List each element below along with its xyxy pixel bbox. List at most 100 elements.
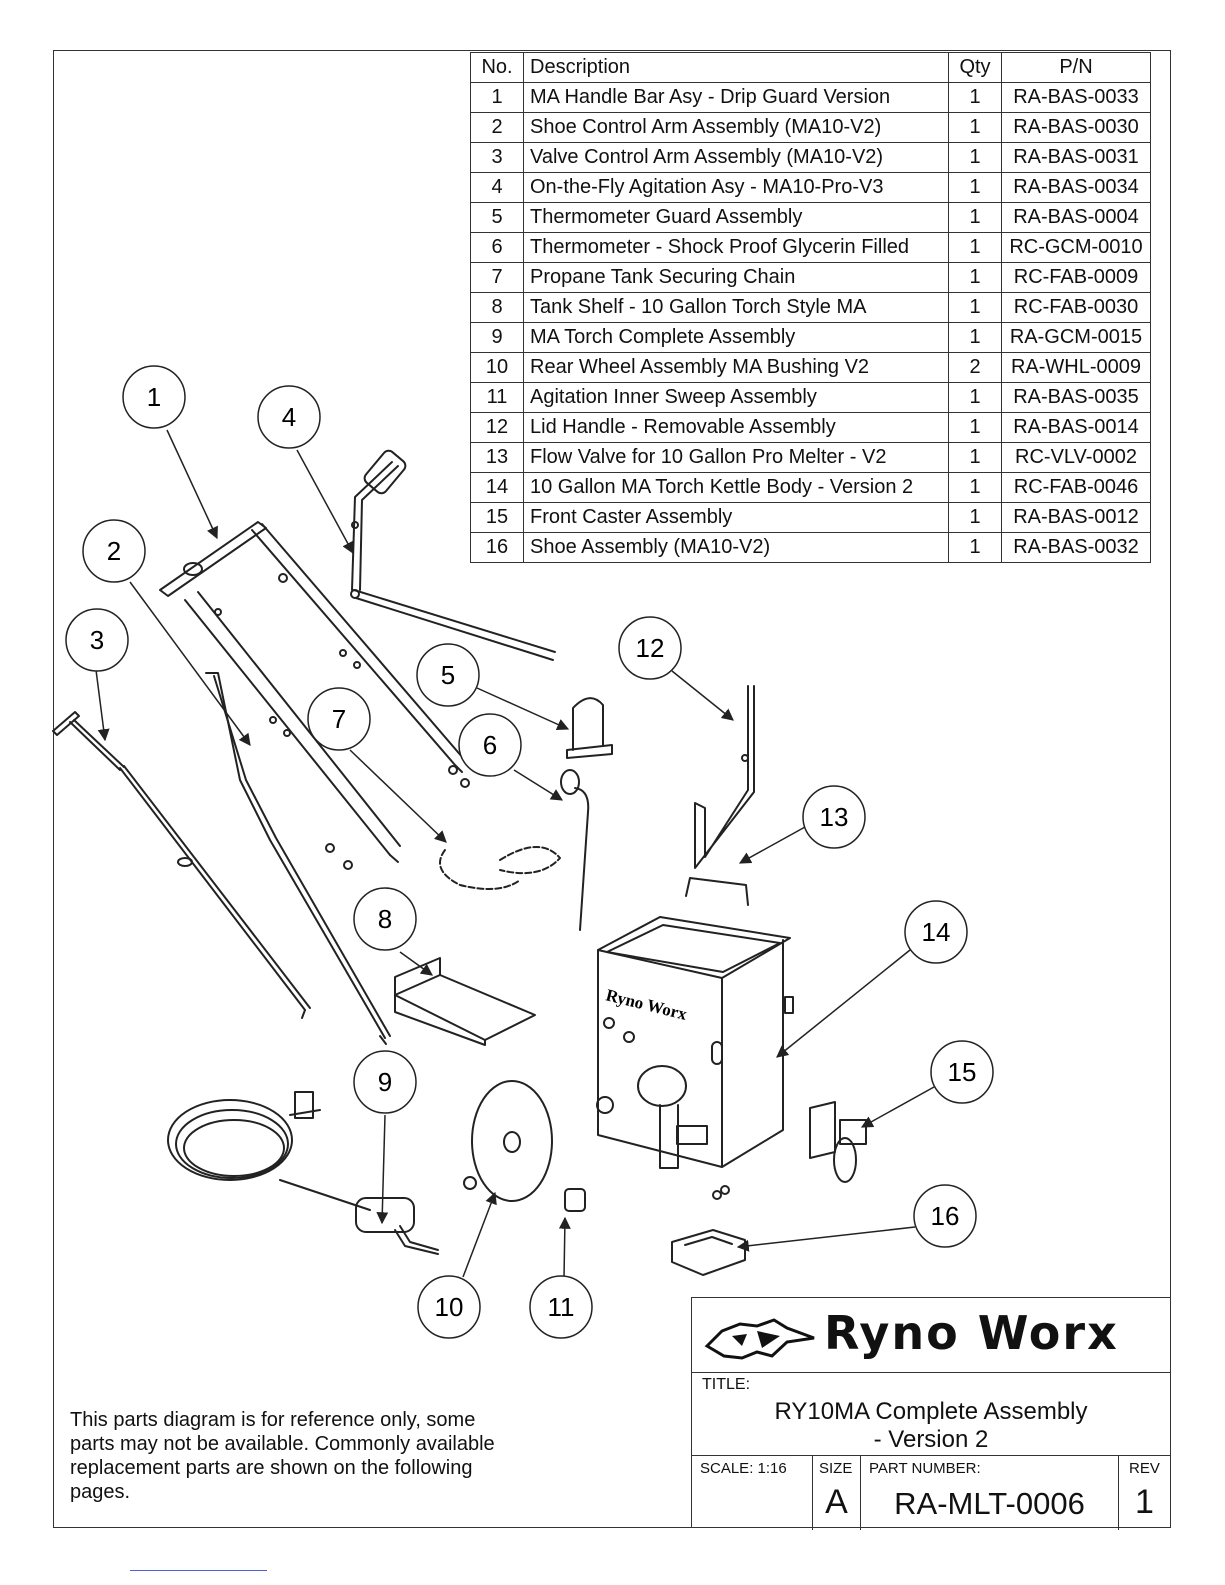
- callout-circle: [257, 385, 321, 449]
- cell-pn: RC-VLV-0002: [1001, 442, 1151, 473]
- title-block-info-row: SCALE: 1:16 SIZE A PART NUMBER: RA-MLT-0…: [692, 1455, 1170, 1530]
- callout-15: 15: [930, 1040, 994, 1104]
- cell-pn: RA-BAS-0004: [1001, 202, 1151, 233]
- title-line-2: - Version 2: [873, 1426, 989, 1453]
- cell-description: 10 Gallon MA Torch Kettle Body - Version…: [523, 472, 949, 503]
- part-lid-handle: [685, 877, 749, 906]
- callout-circle: [802, 785, 866, 849]
- cell-description: Rear Wheel Assembly MA Bushing V2: [523, 352, 949, 383]
- callout-2: 2: [82, 519, 146, 583]
- part-front-caster: [809, 1101, 867, 1183]
- cell-pn: RA-BAS-0012: [1001, 502, 1151, 533]
- leader-lines: [95, 429, 935, 1279]
- rev-value: 1: [1135, 1483, 1154, 1521]
- part-shoe: [671, 1185, 746, 1276]
- cell-no: 15: [470, 502, 524, 533]
- cell-qty: 1: [948, 232, 1002, 263]
- part-kettle-body: [596, 916, 794, 1169]
- scale-label: SCALE: 1:16: [700, 1460, 787, 1477]
- callout-number: 16: [931, 1201, 960, 1231]
- callout-16: 16: [913, 1184, 977, 1248]
- part-agitation-handle: [350, 449, 556, 661]
- callout-number: 13: [820, 802, 849, 832]
- callout-number: 7: [332, 704, 346, 734]
- cell-qty: 1: [948, 202, 1002, 233]
- cell-pn: RA-BAS-0030: [1001, 112, 1151, 143]
- callout-circle: [618, 616, 682, 680]
- cell-description: Flow Valve for 10 Gallon Pro Melter - V2: [523, 442, 949, 473]
- cell-no: 6: [470, 232, 524, 263]
- callout-number: 3: [90, 625, 104, 655]
- part-chain: [439, 846, 561, 890]
- cell-qty: 1: [948, 472, 1002, 503]
- cell-description: MA Handle Bar Asy - Drip Guard Version: [523, 82, 949, 113]
- callout-number: 1: [147, 382, 161, 412]
- scale-cell: SCALE: 1:16: [692, 1456, 813, 1530]
- reference-note: This parts diagram is for reference only…: [70, 1409, 495, 1503]
- size-label: SIZE: [819, 1460, 853, 1477]
- part-valve-control-arm: [52, 711, 311, 1019]
- cell-no: 2: [470, 112, 524, 143]
- cell-qty: 1: [948, 322, 1002, 353]
- parts-table-header: No. Description Qty P/N: [470, 52, 1151, 83]
- cell-pn: RC-FAB-0046: [1001, 472, 1151, 503]
- cell-description: Shoe Assembly (MA10-V2): [523, 532, 949, 563]
- callout-number: 5: [441, 660, 455, 690]
- rev-label: REV: [1129, 1460, 1160, 1477]
- cell-pn: RA-WHL-0009: [1001, 352, 1151, 383]
- brand-name: Ryno Worx: [824, 1306, 1119, 1360]
- callout-number: 4: [282, 402, 296, 432]
- cell-qty: 1: [948, 142, 1002, 173]
- cell-qty: 1: [948, 292, 1002, 323]
- cell-description: Propane Tank Securing Chain: [523, 262, 949, 293]
- cell-description: Thermometer - Shock Proof Glycerin Fille…: [523, 232, 949, 263]
- callout-7: 7: [307, 687, 371, 751]
- callout-circle: [353, 1050, 417, 1114]
- drawing-frame: [53, 50, 1171, 1528]
- callout-1: 1: [122, 365, 186, 429]
- title-block-logo: Ryno Worx: [692, 1298, 1170, 1373]
- cell-no: 10: [470, 352, 524, 383]
- cell-no: 14: [470, 472, 524, 503]
- title-label: TITLE:: [702, 1376, 751, 1393]
- cell-pn: RC-GCM-0010: [1001, 232, 1151, 263]
- part-number-label: PART NUMBER:: [869, 1460, 981, 1477]
- callout-circle: [307, 687, 371, 751]
- size-cell: SIZE A: [813, 1456, 861, 1530]
- part-torch: [167, 1091, 439, 1255]
- part-shoe-control-arm: [205, 672, 391, 1045]
- cell-description: Agitation Inner Sweep Assembly: [523, 382, 949, 413]
- size-value: A: [825, 1483, 848, 1521]
- callout-circle: [353, 887, 417, 951]
- cell-qty: 1: [948, 412, 1002, 443]
- callout-circle: [82, 519, 146, 583]
- part-rear-wheel: [463, 1080, 553, 1202]
- cell-pn: RA-GCM-0015: [1001, 322, 1151, 353]
- part-number-cell: PART NUMBER: RA-MLT-0006: [861, 1456, 1119, 1530]
- callout-6: 6: [458, 713, 522, 777]
- cell-pn: RA-BAS-0035: [1001, 382, 1151, 413]
- header-no: No.: [470, 52, 524, 83]
- callout-9: 9: [353, 1050, 417, 1114]
- cell-description: Shoe Control Arm Assembly (MA10-V2): [523, 112, 949, 143]
- cell-pn: RA-BAS-0032: [1001, 532, 1151, 563]
- callout-number: 6: [483, 730, 497, 760]
- cell-qty: 1: [948, 442, 1002, 473]
- callout-number: 14: [922, 917, 951, 947]
- callout-number: 11: [548, 1292, 575, 1322]
- title-block: Ryno Worx TITLE: RY10MA Complete Assembl…: [691, 1297, 1171, 1530]
- callout-number: 9: [378, 1067, 392, 1097]
- callout-circle: [122, 365, 186, 429]
- callout-number: 10: [435, 1292, 464, 1322]
